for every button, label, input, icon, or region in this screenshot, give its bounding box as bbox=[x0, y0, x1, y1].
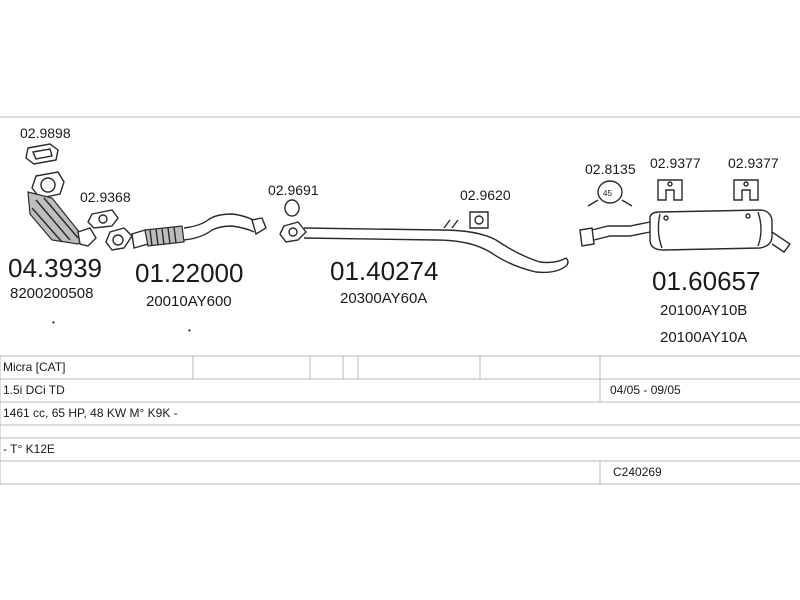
middle-pipe-icon bbox=[279, 219, 569, 274]
table-code: C240269 bbox=[613, 465, 662, 479]
front-pipe-icon bbox=[105, 213, 267, 251]
rear-silencer-oem-1: 20100AY10B bbox=[660, 302, 747, 319]
front-pipe-dot: • bbox=[188, 326, 191, 335]
hanger-3-code: 02.9377 bbox=[728, 155, 779, 171]
rear-silencer-code: 01.60657 bbox=[652, 266, 760, 296]
clamp-1-icon: 45 bbox=[587, 180, 633, 207]
middle-pipe-oem: 20300AY60A bbox=[340, 290, 427, 307]
catalyst-icon bbox=[27, 171, 97, 247]
gasket-top-icon bbox=[25, 143, 59, 165]
catalyst-code: 04.3939 bbox=[8, 253, 102, 283]
clamp-1-code: 02.8135 bbox=[585, 161, 636, 177]
gasket-1-icon bbox=[87, 209, 119, 229]
front-pipe-oem: 20010AY600 bbox=[146, 293, 232, 310]
table-engine: 1.5i DCi TD bbox=[3, 383, 65, 397]
table-model: Micra [CAT] bbox=[3, 360, 65, 374]
catalyst-oem: 8200200508 bbox=[10, 285, 93, 302]
table-specs: 1461 cc, 65 HP, 48 KW M° K9K - bbox=[3, 406, 178, 420]
catalyst-dot: • bbox=[52, 318, 55, 327]
gasket-1-code: 02.9368 bbox=[80, 189, 131, 205]
application-table: Micra [CAT] 1.5i DCi TD 04/05 - 09/05 14… bbox=[0, 355, 800, 485]
hanger-3-icon bbox=[733, 179, 759, 201]
hanger-1-icon bbox=[469, 211, 489, 229]
hanger-2-icon bbox=[657, 179, 683, 201]
gasket-2-code: 02.9691 bbox=[268, 182, 319, 198]
front-pipe-code: 01.22000 bbox=[135, 258, 243, 288]
hanger-1-code: 02.9620 bbox=[460, 187, 511, 203]
hanger-2-code: 02.9377 bbox=[650, 155, 701, 171]
table-dates: 04/05 - 09/05 bbox=[610, 383, 681, 397]
gasket-top-code: 02.9898 bbox=[20, 125, 71, 141]
table-type: - T° K12E bbox=[3, 442, 55, 456]
middle-pipe-code: 01.40274 bbox=[330, 256, 438, 286]
clamp-1-mark: 45 bbox=[603, 189, 612, 198]
rear-silencer-icon bbox=[579, 209, 792, 253]
gasket-2-icon bbox=[284, 199, 300, 217]
rear-silencer-oem-2: 20100AY10A bbox=[660, 329, 747, 346]
